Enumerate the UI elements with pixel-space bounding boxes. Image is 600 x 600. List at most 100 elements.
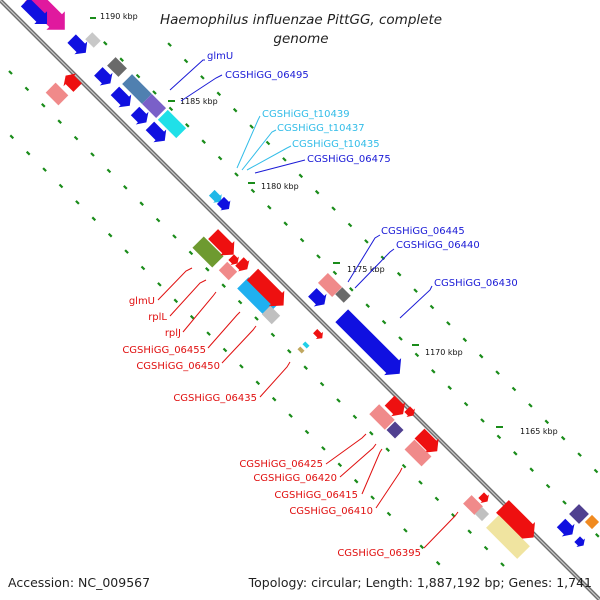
tick-dot [319, 381, 325, 387]
tick-dot [562, 500, 567, 505]
tick-dot [331, 206, 336, 211]
gene-box[interactable] [157, 109, 187, 139]
gene-arrow[interactable] [59, 69, 84, 94]
tick-dot [304, 429, 310, 435]
trna-arrow[interactable] [208, 189, 226, 207]
gene-box[interactable] [463, 495, 483, 515]
tick-dot [336, 398, 341, 403]
gene-label-06425[interactable]: CGSHiGG_06425 [239, 459, 323, 470]
gene-box[interactable] [569, 504, 589, 524]
gene-label-06435[interactable]: CGSHiGG_06435 [173, 393, 257, 404]
gene-box[interactable] [85, 32, 101, 48]
tick-dot [403, 528, 408, 533]
map-title-container: Haemophilus influenzae PittGG, complete … [156, 9, 446, 47]
gene-label-06495[interactable]: CGSHiGG_06495 [225, 70, 309, 81]
gene-box[interactable] [404, 439, 432, 467]
gene-label-06395[interactable]: CGSHiGG_06395 [337, 548, 421, 559]
tick-dot [255, 380, 261, 386]
tick-dot [353, 478, 359, 484]
gene-label-rplj[interactable]: rplJ [165, 328, 181, 339]
gene-label-06415[interactable]: CGSHiGG_06415 [274, 490, 358, 501]
gene-arrow[interactable] [245, 267, 292, 314]
tick-dot [478, 353, 484, 359]
kbp-label: 1185 kbp [180, 97, 218, 106]
gene-arrow[interactable] [227, 253, 242, 268]
tick-dot [58, 183, 64, 189]
gene-arrow[interactable] [144, 120, 172, 148]
gene-box[interactable] [45, 82, 69, 106]
tick-dot [337, 462, 343, 468]
gene-box[interactable] [486, 515, 530, 559]
gene-arrow[interactable] [206, 227, 241, 262]
gene-label-t10439[interactable]: CGSHiGG_t10439 [262, 109, 350, 120]
gene-arrow[interactable] [312, 328, 326, 342]
gene-arrow[interactable] [19, 0, 54, 30]
tick-dot [463, 401, 469, 407]
tick-dot [431, 369, 436, 374]
gene-label-rpll[interactable]: rplL [148, 312, 167, 323]
tick-dot [254, 316, 259, 321]
gene-arrow[interactable] [383, 394, 411, 422]
tick-dot [201, 139, 206, 144]
gene-box[interactable] [369, 404, 395, 430]
gene-arrow[interactable] [555, 517, 579, 541]
tick-dot [434, 496, 440, 502]
gene-label-06450[interactable]: CGSHiGG_06450 [136, 361, 220, 372]
gene-label-06455[interactable]: CGSHiGG_06455 [122, 345, 206, 356]
gene-label-06445[interactable]: CGSHiGG_06445 [381, 226, 465, 237]
tick-dot [347, 222, 353, 228]
tick-dot [349, 287, 354, 292]
gene-box[interactable] [317, 272, 343, 298]
gene-arrow[interactable] [22, 0, 74, 39]
tick-dot [593, 468, 599, 474]
gene-label-glmu-upper[interactable]: glmU [207, 51, 233, 62]
gene-box[interactable] [122, 74, 152, 104]
gene-label-t10437[interactable]: CGSHiGG_t10437 [277, 123, 365, 134]
gene-arrow[interactable] [234, 256, 253, 275]
tick-dot [414, 352, 420, 358]
gene-box[interactable] [237, 277, 277, 317]
gene-arrow[interactable] [477, 491, 492, 506]
kbp-label: 1190 kbp [100, 12, 138, 21]
gene-label-06410[interactable]: CGSHiGG_06410 [289, 506, 373, 517]
tick-dot [157, 282, 162, 287]
gene-box[interactable] [261, 305, 281, 325]
gene-arrow[interactable] [92, 65, 117, 90]
tick-dot [265, 140, 271, 146]
gene-label-06475[interactable]: CGSHiGG_06475 [307, 154, 391, 165]
gene-label-glmu-lower[interactable]: glmU [129, 296, 155, 307]
gene-box[interactable] [335, 287, 351, 303]
gene-box[interactable] [192, 236, 224, 268]
gene-arrow[interactable] [306, 286, 331, 311]
gene-arrow[interactable] [65, 32, 92, 59]
tick-dot [287, 349, 292, 354]
tick-dot [332, 270, 338, 276]
tick-dot [103, 41, 108, 46]
gene-arrow[interactable] [333, 307, 408, 382]
gene-box[interactable] [141, 93, 167, 119]
gene-box[interactable] [584, 514, 600, 530]
gene-arrow[interactable] [216, 196, 234, 214]
tick-dot [447, 385, 452, 390]
tick-dot [124, 249, 129, 254]
gene-arrow[interactable] [573, 535, 588, 550]
gene-box[interactable] [474, 506, 490, 522]
gene-arrow[interactable] [129, 105, 153, 129]
gene-labels-blue: glmU CGSHiGG_06495 CGSHiGG_06475 CGSHiGG… [207, 51, 518, 289]
gene-label-06420[interactable]: CGSHiGG_06420 [253, 473, 337, 484]
gene-box[interactable] [302, 341, 310, 349]
gene-arrow[interactable] [494, 498, 542, 546]
gene-box[interactable] [107, 57, 127, 77]
gene-box[interactable] [218, 261, 238, 281]
gene-arrow[interactable] [412, 426, 444, 458]
gene-label-06440[interactable]: CGSHiGG_06440 [396, 240, 480, 251]
gene-box[interactable] [297, 346, 305, 354]
gene-label-t10435[interactable]: CGSHiGG_t10435 [292, 139, 380, 150]
tick-dot [168, 106, 174, 112]
gene-label-06430[interactable]: CGSHiGG_06430 [434, 278, 518, 289]
tick-dot [467, 529, 472, 534]
tick-dot [250, 188, 256, 194]
gene-arrow[interactable] [403, 405, 418, 420]
gene-arrow[interactable] [109, 85, 137, 113]
tick-dot [511, 386, 517, 392]
